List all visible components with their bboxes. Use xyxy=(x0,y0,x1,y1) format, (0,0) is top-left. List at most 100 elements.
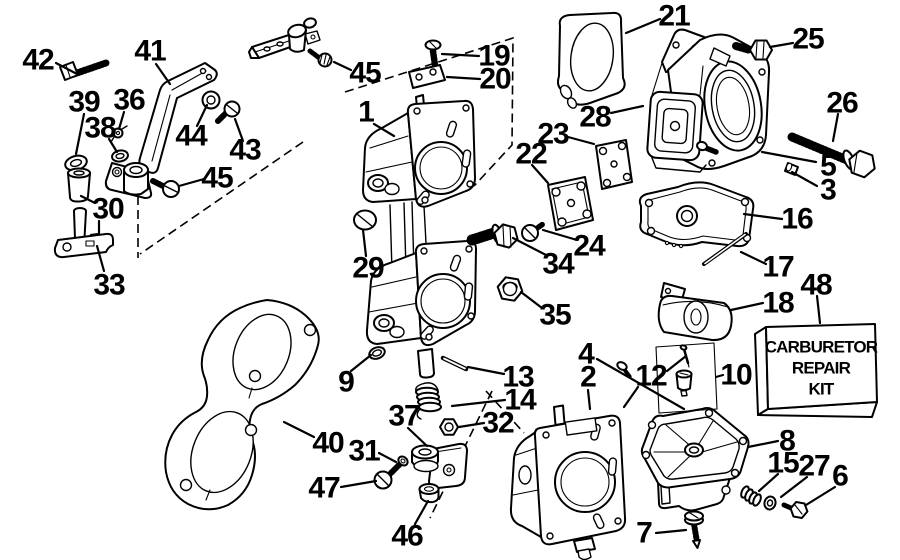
part-number-33: 33 xyxy=(93,269,125,302)
part-number-22: 22 xyxy=(515,138,547,171)
leader-line-part-19 xyxy=(440,52,481,58)
leader-line-part-31 xyxy=(377,451,398,464)
part-bushing-30 xyxy=(67,167,91,203)
leader-line-part-32 xyxy=(457,421,486,429)
leader-line-part-34 xyxy=(511,236,548,257)
part-number-35: 35 xyxy=(539,299,571,332)
leader-line-part-33 xyxy=(95,244,106,273)
part-number-44: 44 xyxy=(175,120,208,153)
part-number-6: 6 xyxy=(832,460,848,493)
part-drawings: CARBURETOR REPAIR KIT xyxy=(53,11,879,560)
leader-line-part-17 xyxy=(739,250,768,266)
part-number-43: 43 xyxy=(229,134,261,167)
part-number-37: 37 xyxy=(388,400,420,433)
part-number-31: 31 xyxy=(348,435,380,468)
part-jet-12 xyxy=(675,369,693,397)
part-screw-7 xyxy=(684,510,704,549)
part-number-1: 1 xyxy=(358,96,374,129)
part-number-7: 7 xyxy=(636,517,652,550)
part-pin-13 xyxy=(440,355,469,372)
leader-line-part-21 xyxy=(624,17,662,35)
part-number-45: 45 xyxy=(349,57,381,90)
leader-line-part-3 xyxy=(790,170,819,188)
part-number-3: 3 xyxy=(820,174,836,207)
kit-box-line-2: REPAIR xyxy=(792,359,851,378)
part-number-32: 32 xyxy=(482,407,514,440)
part-number-23: 23 xyxy=(537,118,569,151)
part-float-18 xyxy=(657,282,733,342)
leader-line-part-38 xyxy=(107,137,119,154)
part-number-29: 29 xyxy=(352,252,384,285)
part-number-19: 19 xyxy=(478,40,510,73)
part-washer-31 xyxy=(397,455,409,467)
leader-line-part-47 xyxy=(339,479,378,489)
kit-box-line-3: KIT xyxy=(809,380,835,399)
part-number-20: 20 xyxy=(479,63,511,96)
part-number-39: 39 xyxy=(68,86,100,119)
leader-line-part-39 xyxy=(74,112,86,156)
part-number-17: 17 xyxy=(762,251,794,284)
part-screw-24 xyxy=(521,221,546,242)
part-float-bowl-8 xyxy=(640,407,750,512)
part-cap-46 xyxy=(418,483,440,504)
part-screw-47 xyxy=(373,461,403,490)
part-plate-20 xyxy=(408,64,446,89)
part-number-40: 40 xyxy=(312,427,344,460)
part-number-13: 13 xyxy=(502,361,534,394)
leader-line-part-25 xyxy=(768,41,795,49)
part-number-26: 26 xyxy=(826,87,858,120)
leader-line-part-14 xyxy=(450,398,507,408)
part-plate-22 xyxy=(547,176,594,231)
part-nut-44 xyxy=(201,90,221,110)
part-number-47: 47 xyxy=(308,472,340,505)
leader-line-part-4 xyxy=(595,357,686,411)
part-number-12: 12 xyxy=(635,360,667,393)
part-number-46: 46 xyxy=(391,520,423,553)
part-screw-4 xyxy=(616,361,632,379)
part-lever-arm-41 xyxy=(104,62,218,199)
part-number-10: 10 xyxy=(720,359,752,392)
leader-line-part-29 xyxy=(361,228,368,258)
leader-line-part-48 xyxy=(815,294,822,325)
part-cam-follower-37 xyxy=(411,442,468,490)
part-repair-kit-box-48: CARBURETOR REPAIR KIT xyxy=(754,323,879,418)
part-gasket-21 xyxy=(557,11,626,109)
part-spring-14 xyxy=(415,382,442,420)
part-number-18: 18 xyxy=(762,287,794,320)
part-oring-9 xyxy=(368,346,386,360)
part-number-24: 24 xyxy=(573,230,606,263)
leader-line-part-18 xyxy=(729,301,765,312)
leader-line-part-23 xyxy=(566,135,596,146)
leader-line-part-10 xyxy=(714,373,725,379)
leader-line-part-41 xyxy=(154,62,172,86)
leader-line-part-43 xyxy=(233,117,245,143)
part-screw-45-left xyxy=(150,178,180,198)
part-number-45: 45 xyxy=(201,162,233,195)
leader-line-part-42 xyxy=(54,61,79,76)
part-number-28: 28 xyxy=(579,101,611,134)
part-screw-42 xyxy=(59,59,110,81)
part-number-16: 16 xyxy=(781,203,813,236)
part-number-34: 34 xyxy=(542,248,575,281)
part-bolt-25 xyxy=(732,39,773,61)
assembly-axis-dashed-line xyxy=(344,36,514,187)
leader-lines xyxy=(54,17,840,535)
part-number-27: 27 xyxy=(798,450,830,483)
part-bolt-26 xyxy=(787,132,876,179)
part-number-4: 4 xyxy=(578,338,595,371)
part-number-15: 15 xyxy=(767,447,799,480)
part-number-36: 36 xyxy=(113,84,145,117)
part-bolt-5 xyxy=(696,140,719,155)
part-number-21: 21 xyxy=(658,0,690,33)
leader-line-part-13 xyxy=(466,365,506,376)
part-number-30: 30 xyxy=(92,193,124,226)
part-ring-38 xyxy=(111,149,129,163)
leader-line-part-36 xyxy=(117,110,126,131)
part-sleeve-3 xyxy=(784,162,799,176)
leader-line-part-6 xyxy=(804,485,837,507)
part-gasket-16 xyxy=(638,181,755,249)
part-number-14: 14 xyxy=(504,384,537,417)
